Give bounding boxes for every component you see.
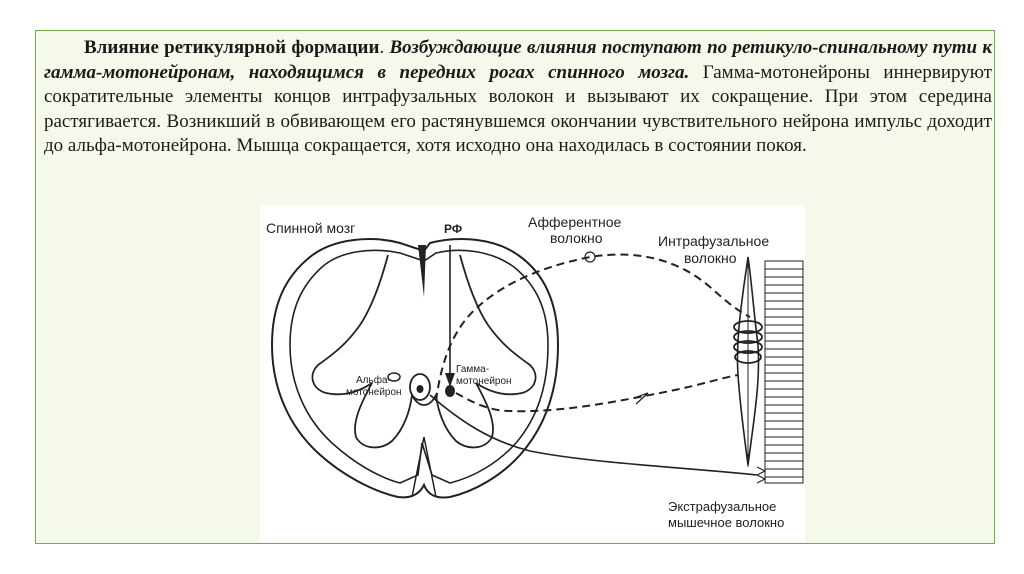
paragraph-title-punct: . <box>379 37 390 58</box>
label-rf: РФ <box>444 222 462 236</box>
paragraph-title: Влияние ретикулярной формации <box>84 37 380 58</box>
label-intrafusal-1: Интрафузальное <box>658 233 769 249</box>
anterior-median-fissure <box>411 436 437 498</box>
extrafusal-muscle <box>764 260 804 484</box>
label-gamma-2: мотонейрон <box>456 376 512 387</box>
afferent-ganglion <box>584 251 596 263</box>
label-extrafusal-2: мышечное волокно <box>668 515 784 530</box>
posterior-median-sulcus <box>418 245 426 297</box>
gamma-efferent-arrowhead <box>633 392 649 405</box>
alpha-efferent-fiber <box>429 394 758 476</box>
grey-matter <box>311 254 537 449</box>
reflex-diagram-svg: Спинной мозг РФ Афферентное волокно Интр… <box>266 214 804 530</box>
reflex-diagram: Спинной мозг РФ Афферентное волокно Интр… <box>260 205 805 542</box>
intrafusal-annulospiral-ending <box>733 320 763 364</box>
spinal-cord-outline <box>270 238 560 499</box>
alpha-motoneuron <box>409 373 431 401</box>
paragraph-lead: Возбуждающие влияния поступают по ретику… <box>44 37 992 83</box>
motor-end-plate <box>755 466 767 484</box>
label-alpha-1: Альфа- <box>356 374 391 386</box>
slide-paragraph: Влияние ретикулярной формации. Возбуждаю… <box>44 36 992 159</box>
paragraph-body: Гамма-мотонейроны иннервируют сократител… <box>44 61 992 157</box>
alpha-motoneuron-nucleus <box>416 385 424 393</box>
label-gamma-1: Гамма- <box>456 364 489 375</box>
label-intrafusal-2: волокно <box>684 250 737 266</box>
label-extrafusal-1: Экстрафузальное <box>668 499 776 514</box>
gamma-efferent-fiber <box>455 374 739 413</box>
label-spinal-cord: Спинной мозг <box>266 220 355 236</box>
label-afferent-2: волокно <box>550 230 603 246</box>
label-alpha-2: мотонейрон <box>346 387 402 398</box>
central-canal <box>387 372 401 382</box>
label-afferent-1: Афферентное <box>528 214 622 230</box>
rf-pathway-arrowhead <box>445 373 455 387</box>
gamma-motoneuron <box>445 385 455 397</box>
